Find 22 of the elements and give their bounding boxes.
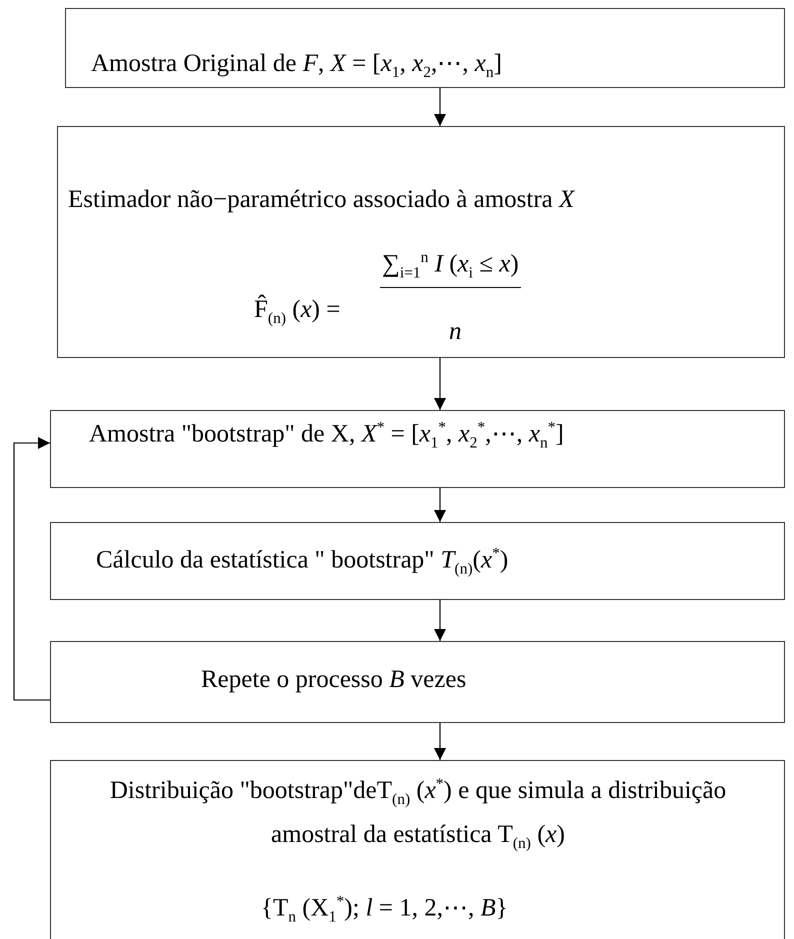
arrow <box>13 437 50 701</box>
arrow <box>434 488 446 522</box>
box-text: Amostra Original de F, X = [x$_{1}$, x$_{2}$,⋯, x$_{n}$] <box>91 49 502 83</box>
formula-denominator: n <box>449 317 462 347</box>
process-box <box>65 8 785 88</box>
process-box <box>50 522 785 600</box>
arrow <box>434 723 446 760</box>
box-text: Cálculo da estatística " bootstrap" T$_{(n)}$(x$^{*}$) <box>96 545 508 579</box>
box-text: Repete o processo B vezes <box>201 665 466 695</box>
arrow <box>434 88 446 126</box>
box-heading: Estimador não−paramétrico associado à amostra X <box>68 185 574 215</box>
process-box <box>50 760 785 939</box>
formula-text: F̂$_{(n)}$ (x) = <box>254 295 340 329</box>
process-box <box>50 641 785 723</box>
arrow <box>434 600 446 641</box>
arrow <box>434 358 446 410</box>
process-box <box>50 410 785 488</box>
box-paragraph: Distribuição "bootstrap"deT$_{(n)}$ (x$^{*}$) e que simula a distribuição amostral da estatística T$_{(n)}$ (x) <box>108 774 728 854</box>
formula-text: {T$_{n}$ (X$_{1}$$^{*}$); l = 1, 2,⋯, B} <box>261 893 508 927</box>
box-text: Amostra "bootstrap" de X, X$^{*}$ = [x$_{1}$$^{*}$, x$_{2}$$^{*}$,⋯, x$_{n}$$^{*}$] <box>89 419 564 453</box>
process-box <box>57 126 785 358</box>
formula-numerator: ∑$_{i=1}$$^{n}$ I (x$_{i}$ ≤ x) <box>380 249 521 288</box>
